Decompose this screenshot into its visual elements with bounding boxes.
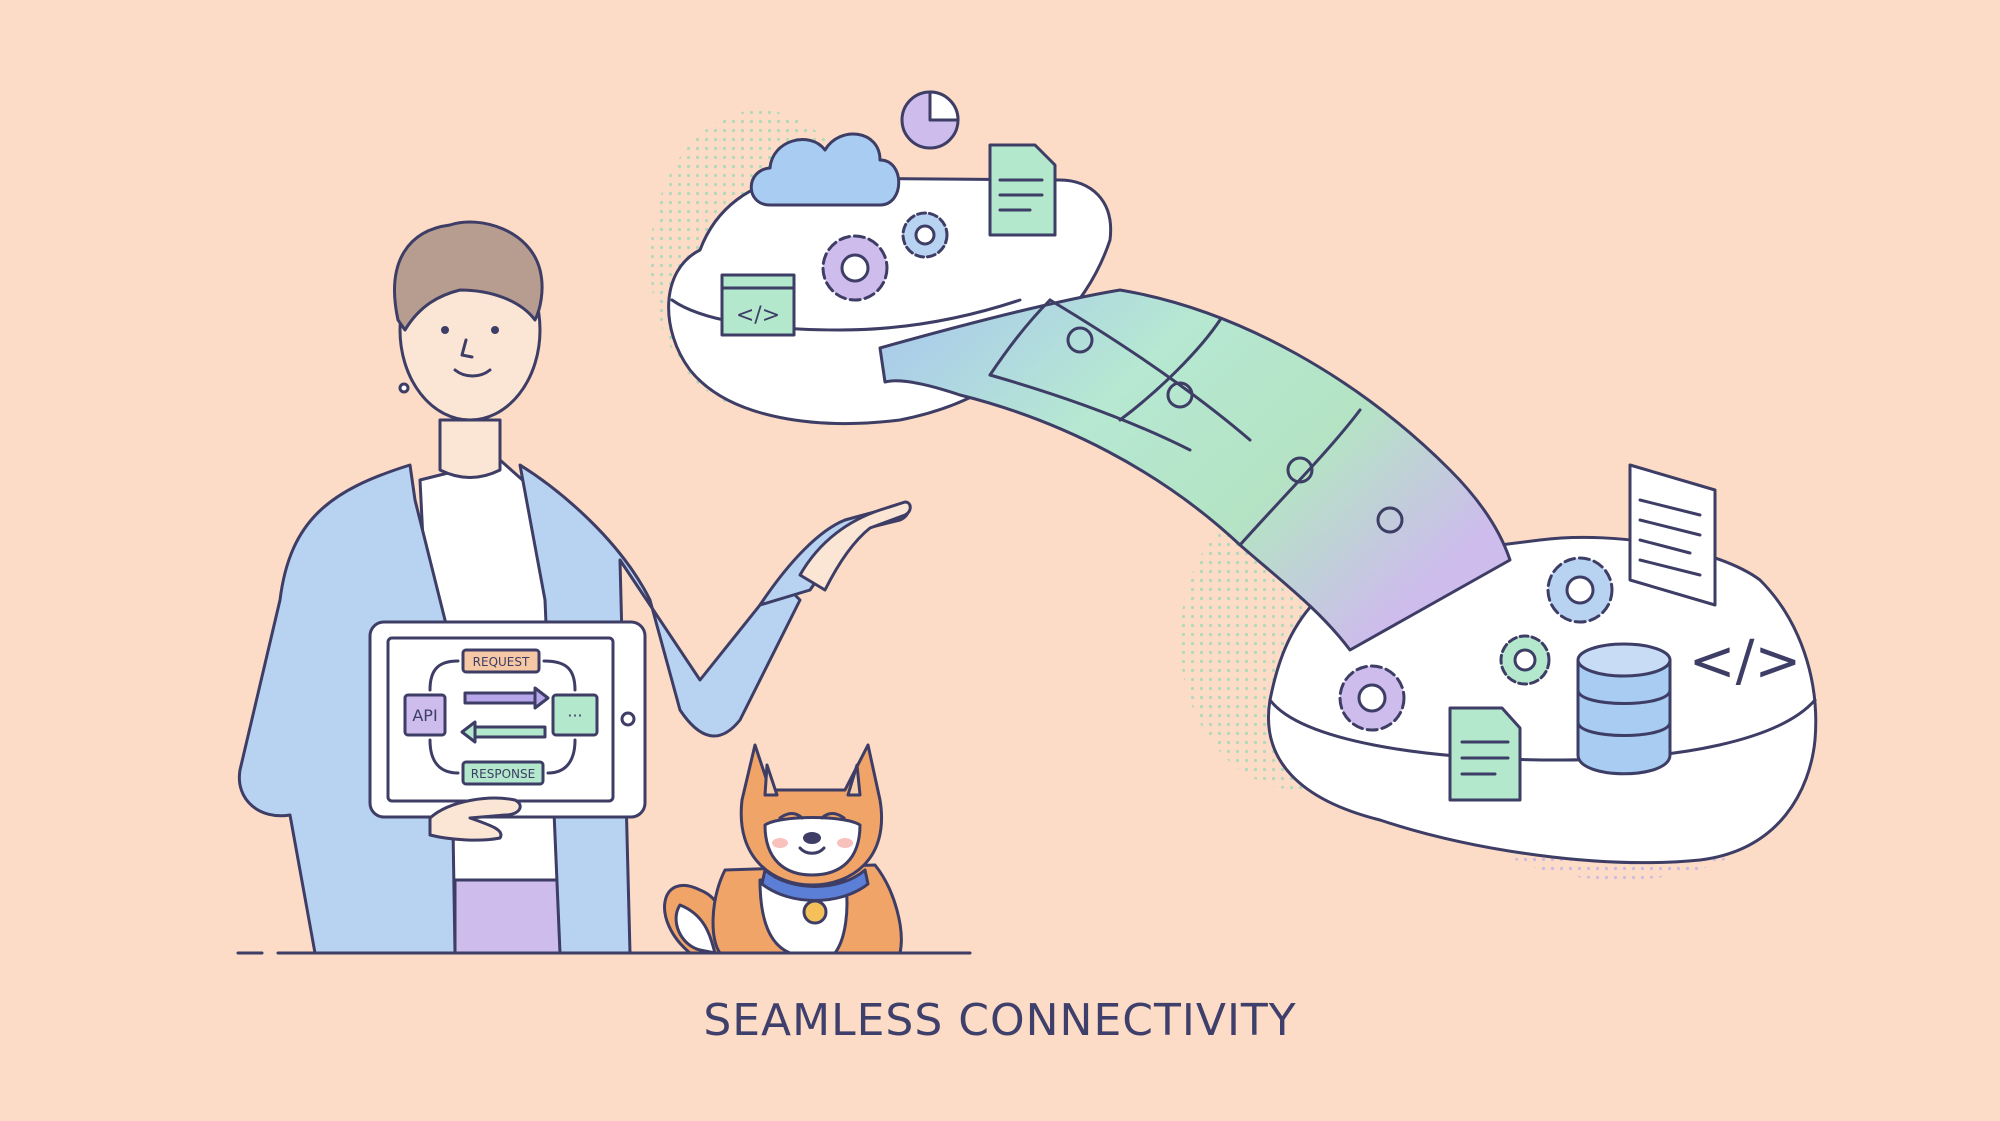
service-box (551, 693, 599, 737)
puzzle-bridge (878, 288, 1512, 652)
gear-icon (1546, 556, 1614, 624)
code-window-label: </> (736, 303, 780, 328)
api-box (403, 693, 447, 737)
request-box (461, 648, 541, 674)
gear-icon (821, 234, 889, 302)
code-brackets-label: </> (1689, 629, 1802, 694)
api-label: API (412, 706, 437, 725)
gear-icon (1338, 664, 1406, 732)
database-icon (1576, 642, 1672, 776)
request-label: REQUEST (473, 655, 530, 669)
browser-window-icon (1628, 463, 1717, 607)
hand (428, 796, 522, 842)
gear-icon (901, 211, 949, 259)
code-brackets-icon: </> (1689, 629, 1802, 694)
caption: SEAMLESS CONNECTIVITY (703, 995, 1297, 1046)
shiba-dog (663, 743, 903, 955)
document-icon (988, 143, 1057, 237)
code-window-icon: </> (720, 273, 796, 337)
pie-chart-icon (900, 90, 960, 150)
response-label: RESPONSE (471, 767, 535, 781)
tablet: REQUEST API ··· RESPONSE (368, 620, 647, 819)
gear-icon (1499, 634, 1551, 686)
document-icon (1448, 706, 1522, 802)
service-dots-label: ··· (567, 706, 582, 725)
response-box (461, 760, 545, 786)
cloud-icon (749, 132, 901, 207)
